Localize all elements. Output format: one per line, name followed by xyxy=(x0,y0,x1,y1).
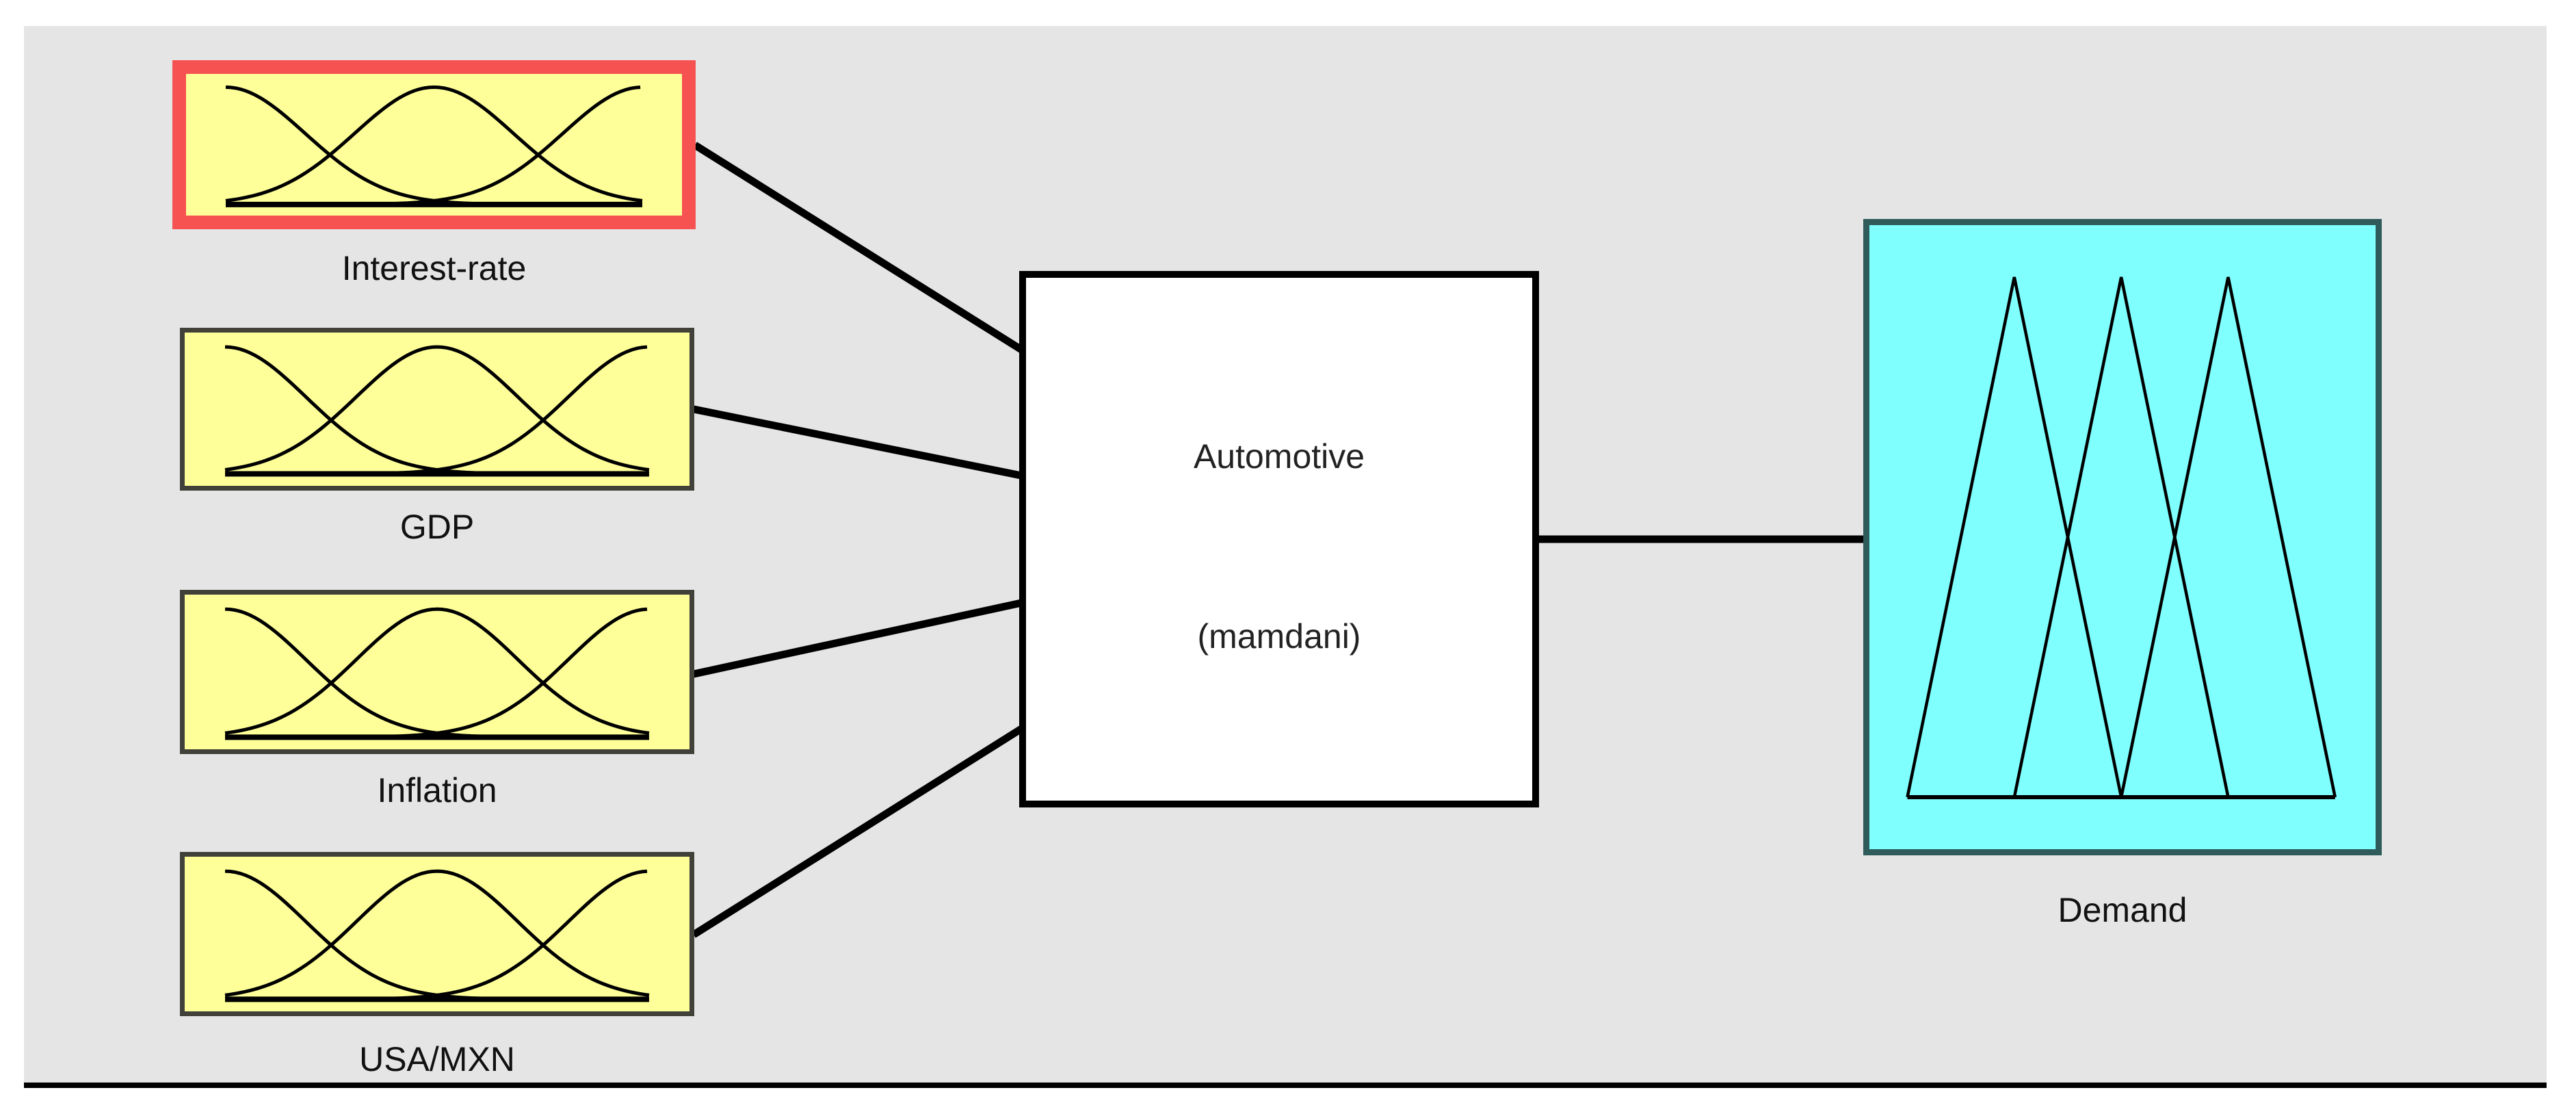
output-variable-demand[interactable] xyxy=(1863,219,2382,855)
input-label-gdp: GDP xyxy=(399,508,475,546)
input-variable-gdp[interactable] xyxy=(180,328,694,491)
input-variable-interest-rate[interactable] xyxy=(172,60,696,229)
input-variable-usa-mxn[interactable] xyxy=(180,852,694,1016)
fis-system-box[interactable]: Automotive (mamdani) xyxy=(1019,271,1539,807)
system-inference-type: (mamdani) xyxy=(1197,617,1361,656)
gaussian-mf-icon xyxy=(185,595,689,749)
input-variable-inflation[interactable] xyxy=(180,590,694,754)
triangular-mf-icon xyxy=(1869,225,2376,849)
input-label-inflation: Inflation xyxy=(377,771,497,809)
gaussian-mf-icon xyxy=(185,857,689,1011)
gaussian-mf-icon xyxy=(185,333,689,486)
input-label-interest-rate: Interest-rate xyxy=(341,249,527,287)
output-label-demand: Demand xyxy=(2058,891,2187,929)
gaussian-mf-icon xyxy=(186,74,682,216)
system-name: Automotive xyxy=(1193,437,1365,476)
input-label-usa-mxn: USA/MXN xyxy=(359,1040,515,1078)
